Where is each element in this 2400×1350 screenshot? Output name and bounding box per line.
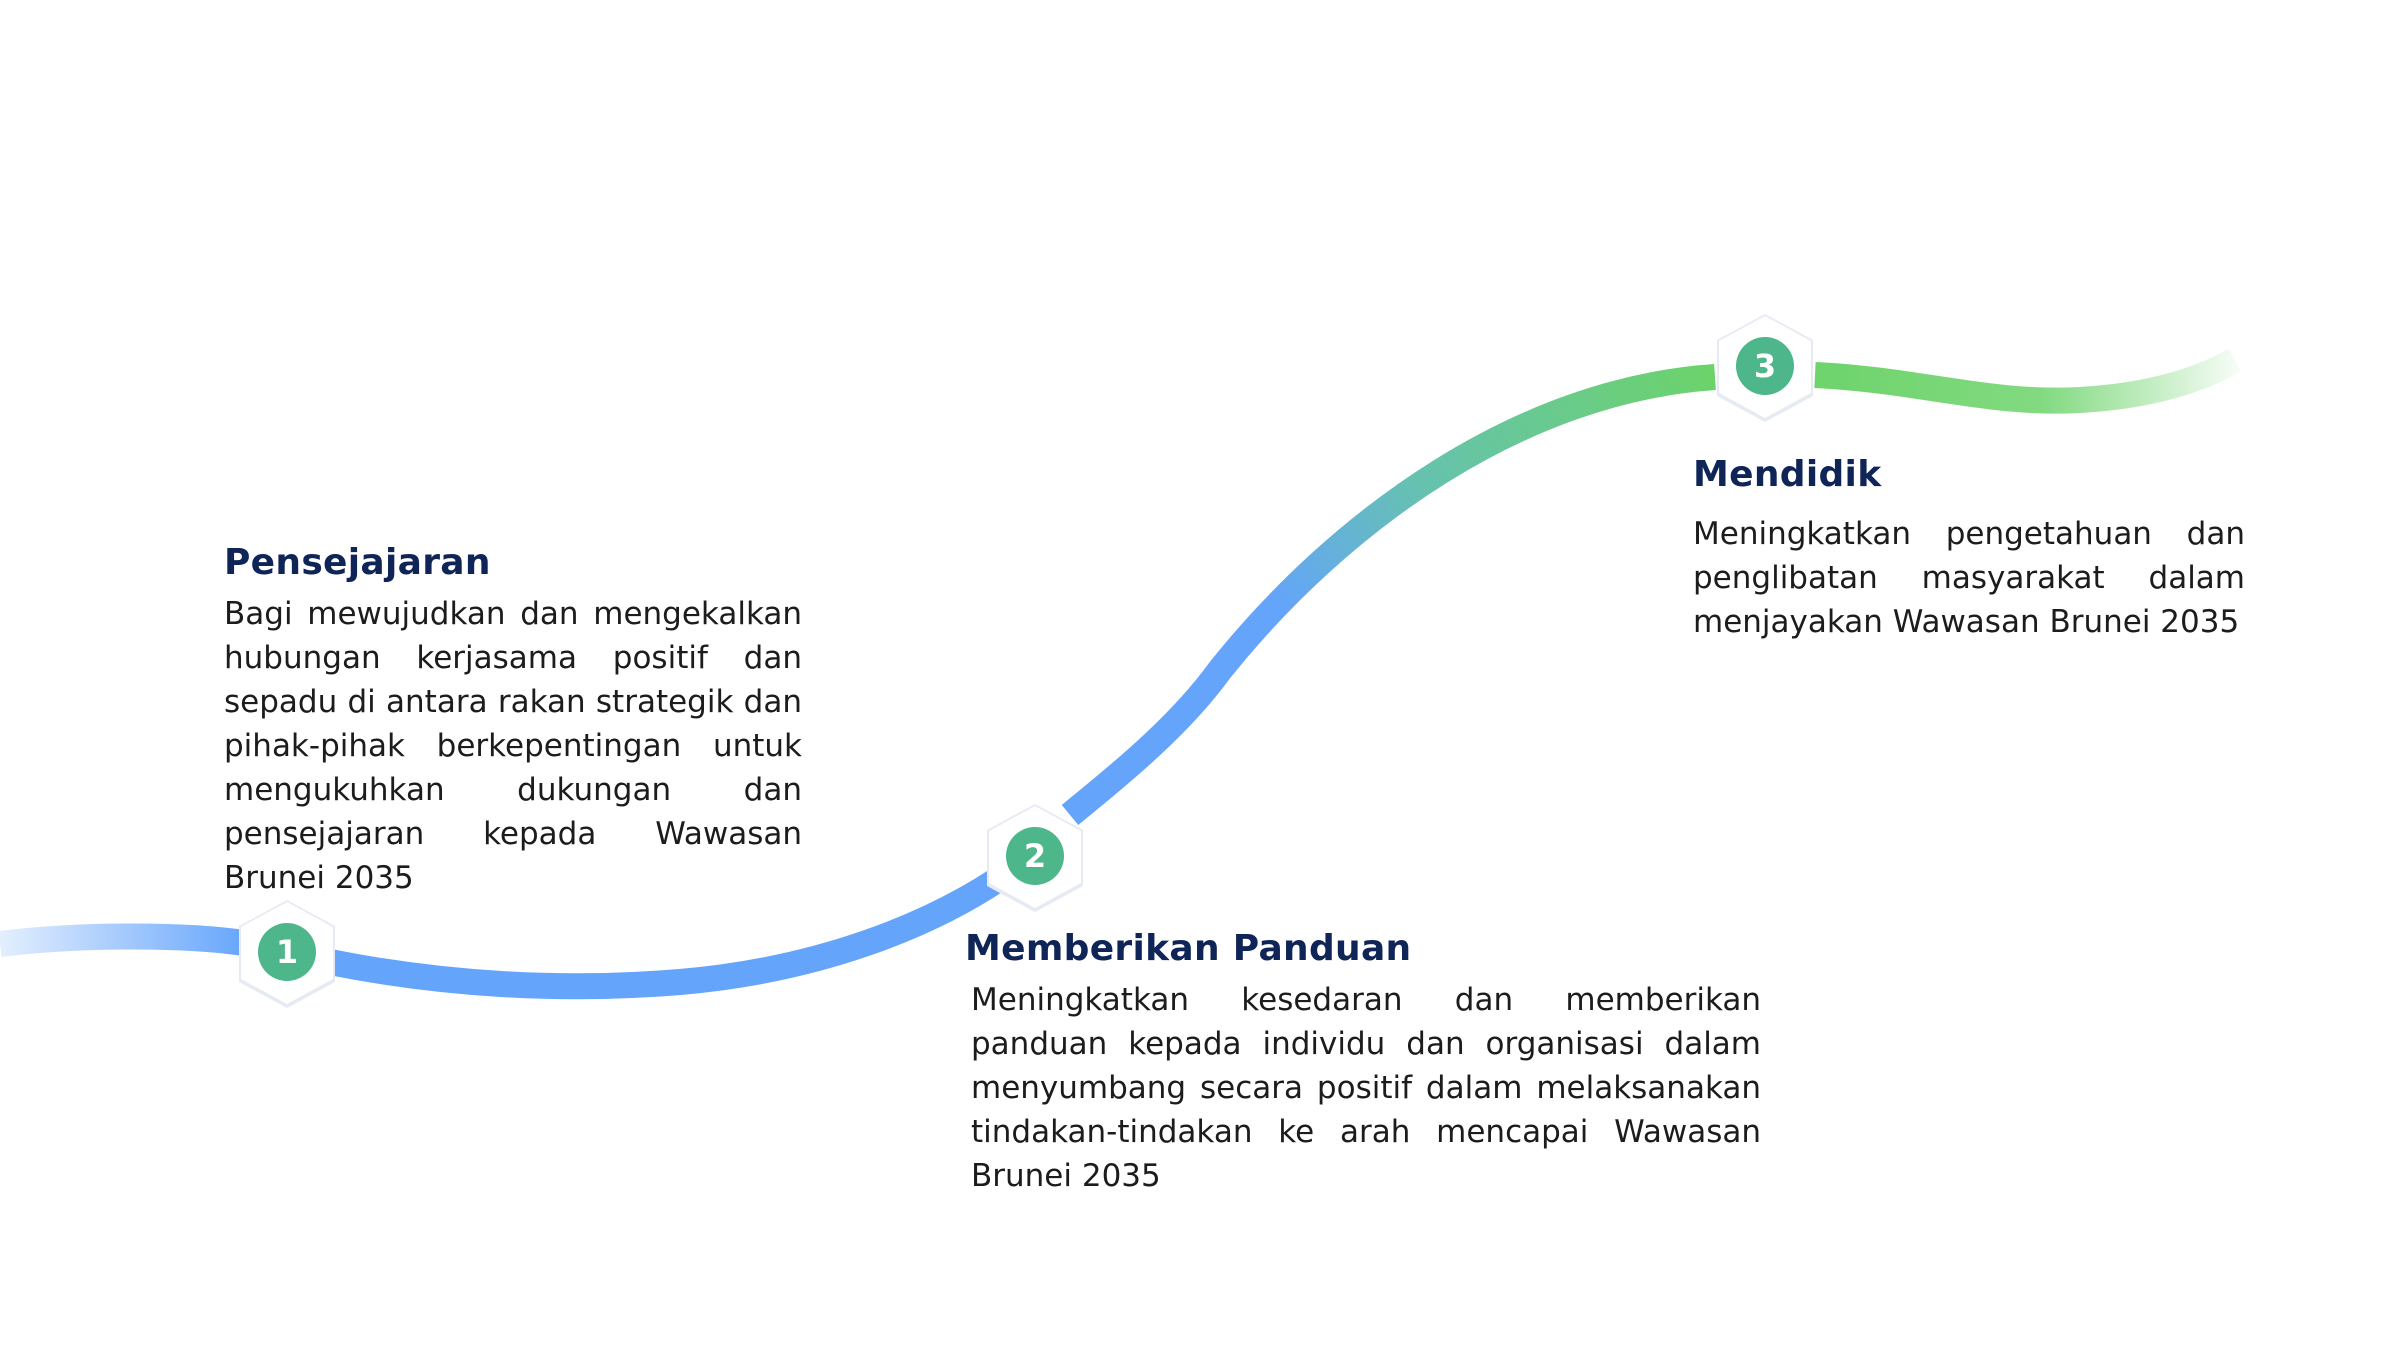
hexagon-badge-icon	[1717, 314, 1813, 422]
step-1-title: Pensejajaran	[224, 542, 491, 583]
step-3-title: Mendidik	[1693, 454, 1882, 495]
step-3-number: 3	[1753, 347, 1777, 385]
curve-segment-left	[0, 923, 253, 957]
step-3-marker: 3	[1709, 312, 1821, 424]
step-2-title: Memberikan Panduan	[965, 928, 1412, 969]
curve-segment-right	[1814, 348, 2242, 414]
hexagon-badge-icon	[987, 804, 1083, 912]
step-3-description: Meningkatkan pengetahuan dan penglibatan…	[1693, 516, 2245, 640]
step-1-marker: 1	[231, 898, 343, 1010]
step-2-description: Meningkatkan kesedaran dan memberikan pa…	[971, 982, 1761, 1194]
step-2-marker: 2	[979, 802, 1091, 914]
curve-segment-2-3	[1061, 364, 1716, 826]
curve-segment-1-2	[327, 867, 1008, 1000]
step-1-number: 1	[275, 933, 299, 971]
hexagon-badge-icon	[239, 900, 335, 1008]
step-2-number: 2	[1023, 837, 1047, 875]
step-1-description: Bagi mewujudkan dan mengekalkan hubungan…	[224, 596, 802, 896]
